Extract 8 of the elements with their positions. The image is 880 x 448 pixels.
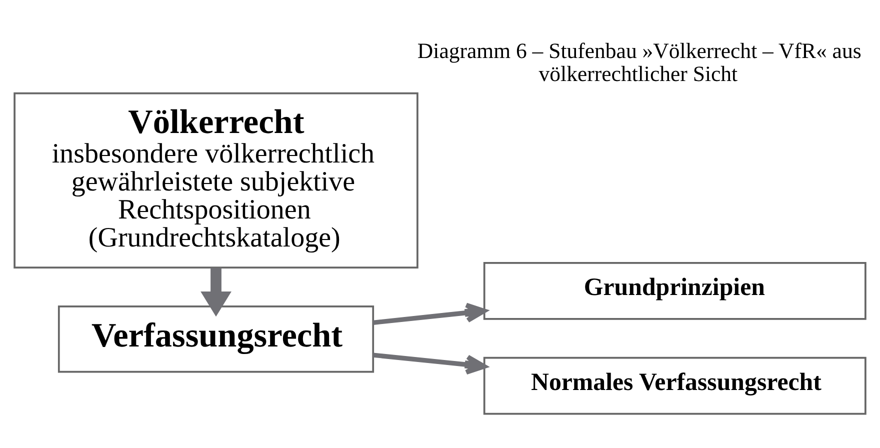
- node-box: Völkerrecht insbesondere völkerrechtlich gewährleistete subjektive Rechtspositionen (Grundrechtskataloge): [14, 92, 418, 268]
- node-box: Grundprinzipien: [483, 262, 866, 320]
- arrow: [200, 268, 232, 317]
- arrow: [372, 302, 487, 325]
- diagram-title: Diagramm 6 – Stufenbau »Völkerrecht – VfR« aus völkerrechtlicher Sicht: [417, 38, 862, 86]
- node-box: Normales Verfassungsrecht: [483, 356, 866, 415]
- node-box: Verfassungsrecht: [58, 306, 374, 373]
- arrow: [372, 352, 487, 375]
